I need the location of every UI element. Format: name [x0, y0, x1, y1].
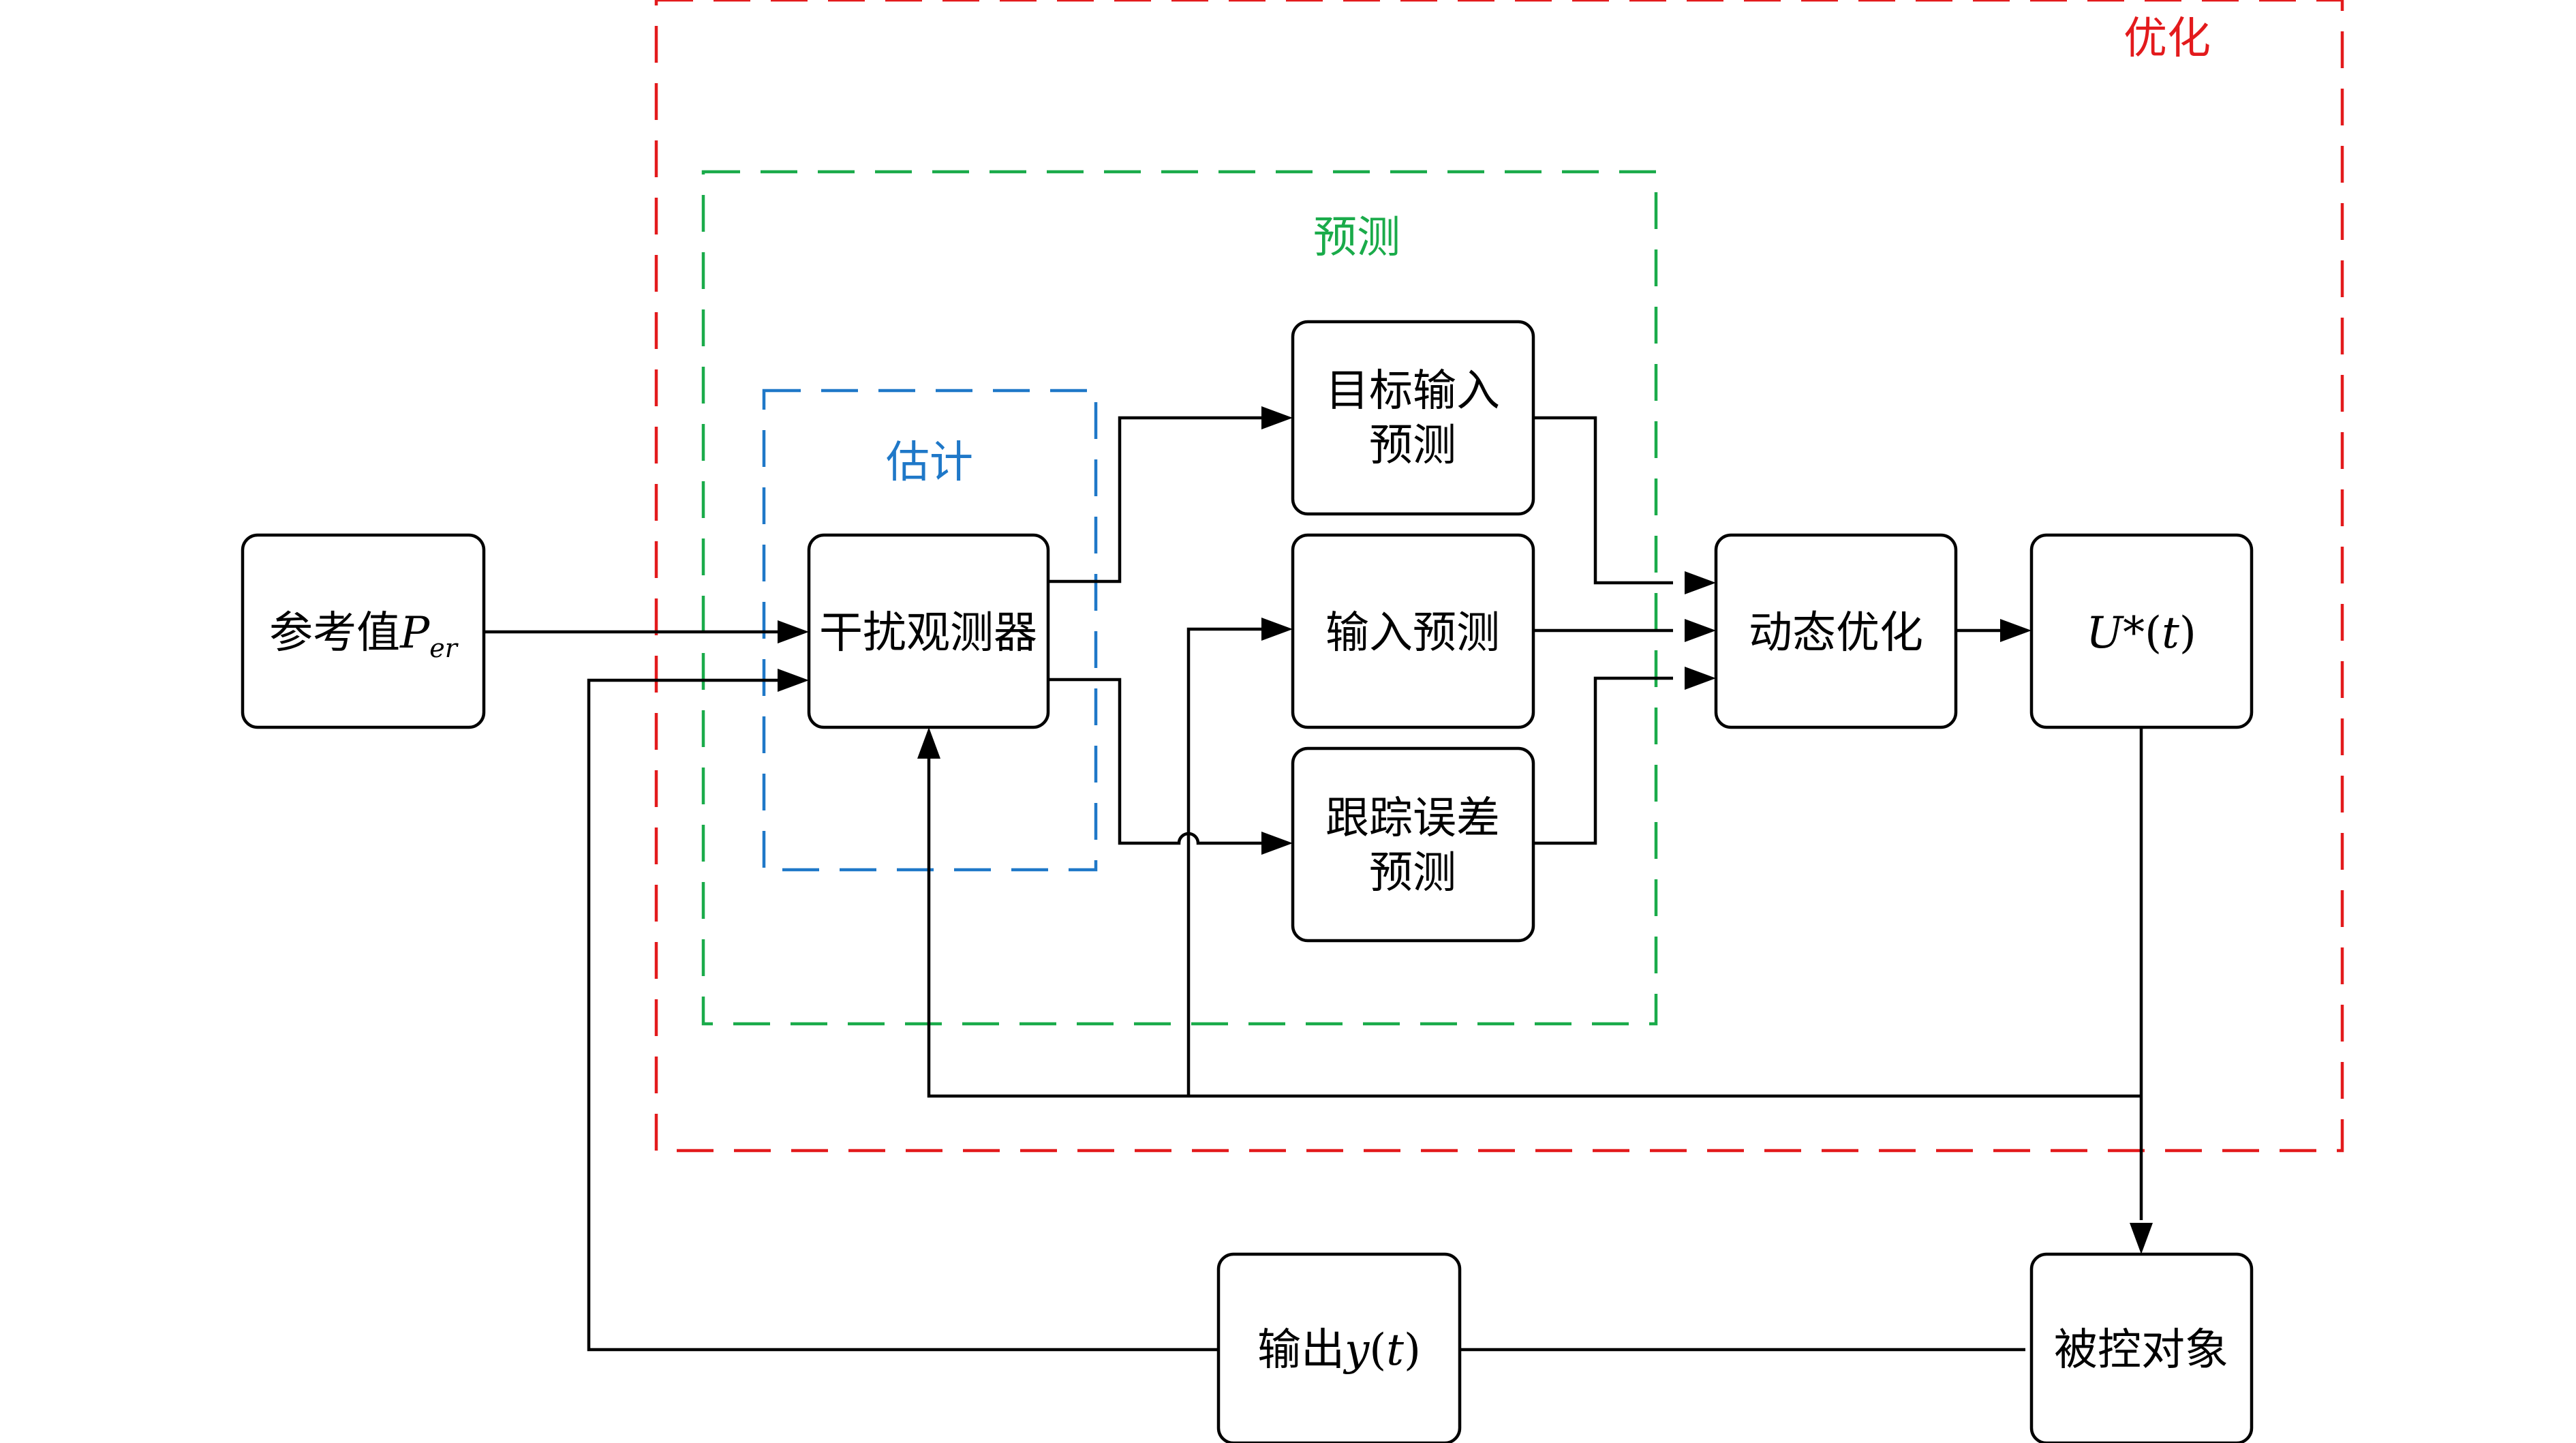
- svg-text:输出y(t): 输出y(t): [1257, 1325, 1421, 1376]
- prediction-region: [701, 170, 1658, 1026]
- output-block: 输出y(t): [1216, 1252, 1462, 1443]
- optimal-input-superscript: *: [2123, 608, 2145, 658]
- estimation-region-label: 估计: [886, 438, 973, 488]
- arrowhead-optimization-bottom: [1685, 667, 1716, 690]
- wire-tracking-prediction-to-optimization: [1533, 676, 1673, 845]
- tracking-error-prediction-line1: 跟踪误差: [1325, 793, 1500, 844]
- target-input-prediction-line2: 预测: [1369, 421, 1456, 471]
- reference-block: 参考值Per: [241, 533, 486, 729]
- wire-observer-to-target-prediction: [1048, 416, 1264, 583]
- arrowhead-optimization-top: [1685, 571, 1716, 594]
- arrowhead-optimal-input: [2000, 619, 2031, 642]
- wire-bus-to-input-prediction: [1186, 627, 1264, 1096]
- reference-symbol: P: [399, 608, 430, 658]
- arrowhead-optimization-middle: [1685, 619, 1716, 642]
- optimal-input-paren-close: ): [2179, 608, 2196, 658]
- wire-optimal-input-feedback-bus: [927, 757, 2141, 1098]
- output-argument: t: [1386, 1325, 1404, 1376]
- plant-label: 被控对象: [2054, 1325, 2228, 1376]
- output-paren-open: (: [1369, 1325, 1386, 1376]
- arrowheads: [778, 406, 2153, 1254]
- tracking-error-prediction-line2: 预测: [1369, 848, 1456, 898]
- plant-block: 被控对象: [2029, 1252, 2254, 1443]
- arrowhead-observer-reference: [778, 620, 809, 643]
- arrowhead-tracking-prediction: [1261, 832, 1293, 855]
- disturbance-observer-label: 干扰观测器: [819, 608, 1037, 658]
- output-label: 输出: [1257, 1325, 1345, 1376]
- optimal-input-argument: t: [2162, 608, 2179, 658]
- output-symbol: y: [1343, 1325, 1370, 1376]
- optimal-input-symbol: U: [2086, 608, 2124, 658]
- input-prediction-block: 输入预测: [1291, 533, 1535, 729]
- dynamic-optimization-label: 动态优化: [1749, 608, 1923, 658]
- disturbance-observer-block: 干扰观测器: [807, 533, 1050, 729]
- arrowhead-plant: [2130, 1223, 2153, 1254]
- arrowhead-observer-feedback: [778, 669, 809, 692]
- input-prediction-label: 输入预测: [1325, 608, 1500, 658]
- wire-target-prediction-to-optimization: [1533, 416, 1673, 585]
- svg-text:参考值Per: 参考值Per: [269, 608, 459, 663]
- tracking-error-prediction-block: 跟踪误差 预测: [1291, 746, 1535, 943]
- signal-wires: [484, 416, 2143, 1352]
- wire-observer-to-tracking-prediction: [1048, 678, 1264, 845]
- optimal-input-block: U*(t): [2029, 533, 2254, 729]
- dynamic-optimization-block: 动态优化: [1714, 533, 1958, 729]
- prediction-region-label: 预测: [1313, 213, 1400, 263]
- wire-feedback-to-observer: [587, 678, 1218, 1352]
- reference-subscript: er: [429, 633, 459, 663]
- svg-text:U*(t): U*(t): [2086, 608, 2196, 658]
- output-paren-close: ): [1404, 1325, 1421, 1376]
- arrowhead-input-prediction: [1261, 618, 1293, 641]
- arrowhead-target-prediction: [1261, 406, 1293, 429]
- target-input-prediction-block: 目标输入 预测: [1291, 320, 1535, 516]
- reference-label: 参考值: [269, 608, 400, 658]
- optimization-region: [654, 0, 2344, 1153]
- arrowhead-observer-bottom: [917, 727, 940, 759]
- optimization-region-label: 优化: [2123, 14, 2211, 64]
- optimal-input-paren-open: (: [2145, 608, 2162, 658]
- target-input-prediction-line1: 目标输入: [1325, 366, 1500, 416]
